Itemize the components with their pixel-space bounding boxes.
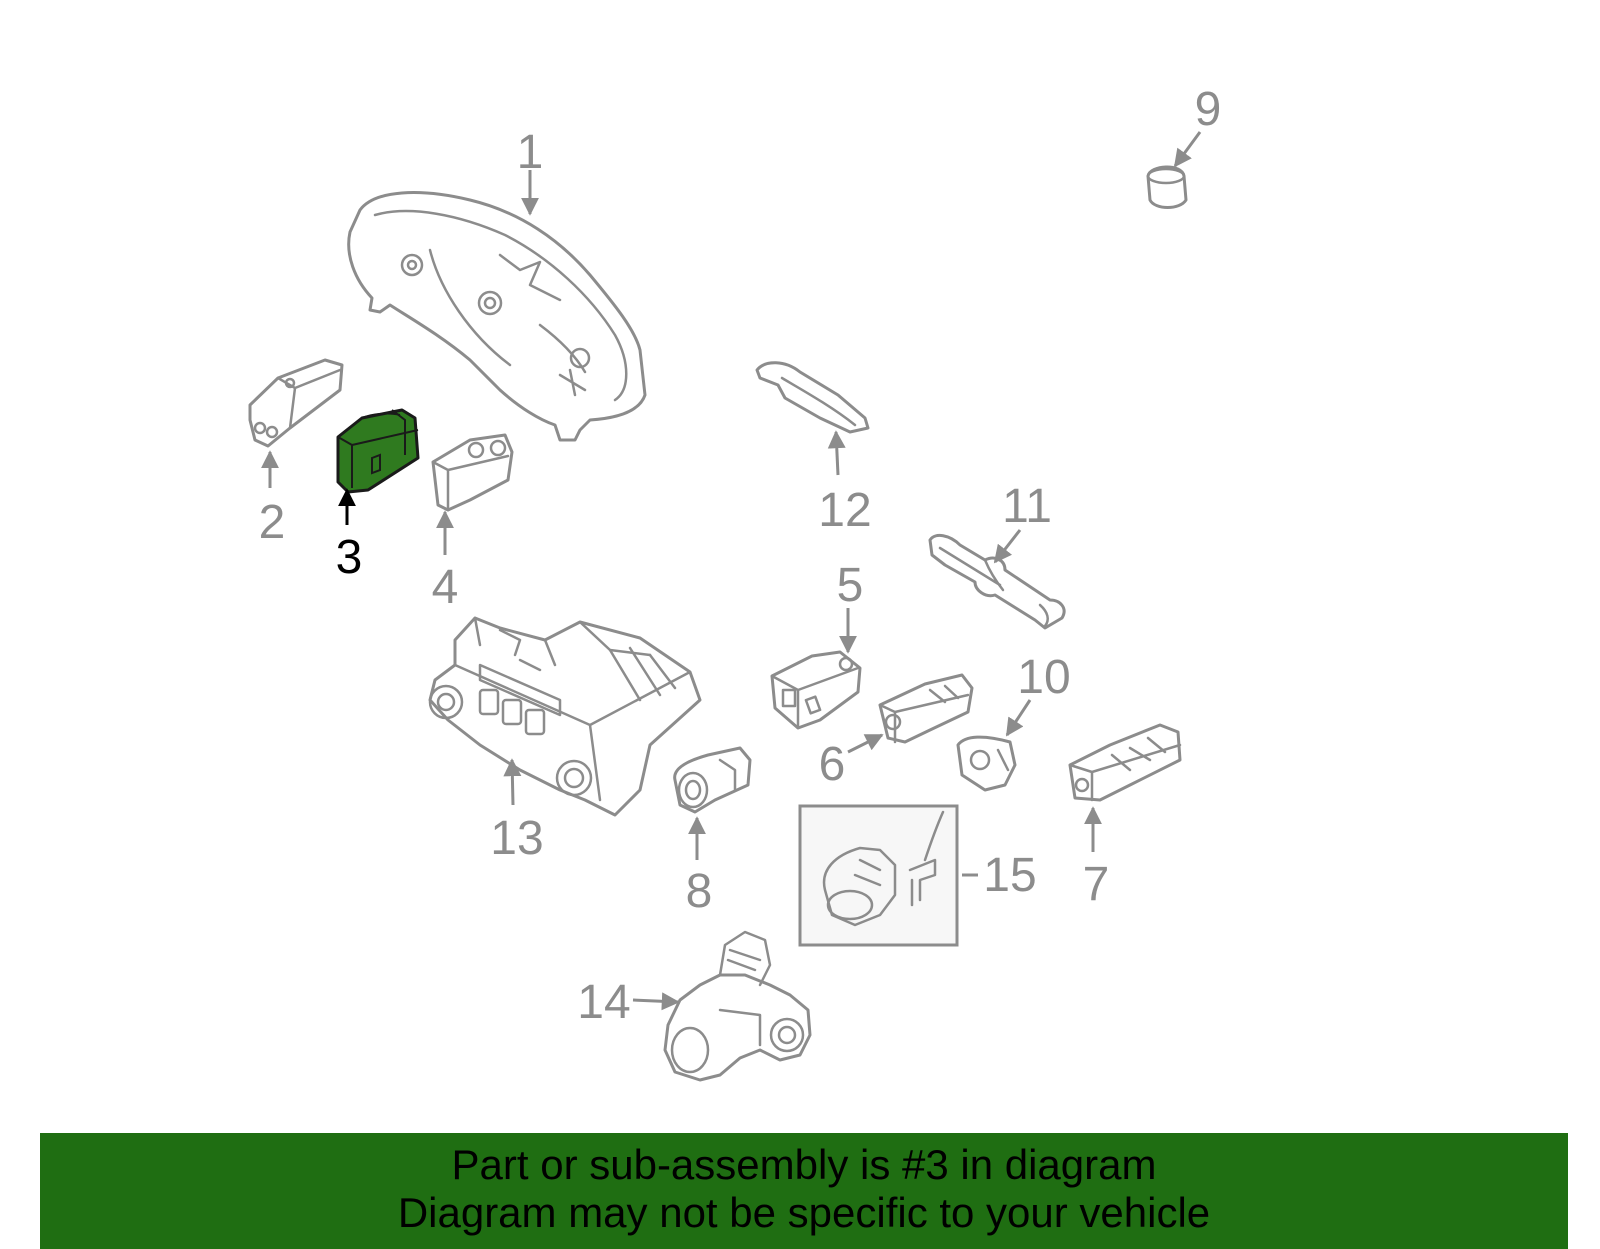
part-6-switch[interactable] <box>878 673 974 744</box>
callout-13: 13 <box>490 812 543 865</box>
callout-15: 15 <box>983 849 1036 902</box>
part-7-switch[interactable] <box>1068 723 1182 802</box>
callout-2: 2 <box>259 496 286 549</box>
callout-14: 14 <box>577 976 630 1029</box>
part-4-switch[interactable] <box>431 433 514 512</box>
part-5-sensor[interactable] <box>770 650 862 730</box>
callout-12: 12 <box>818 484 871 537</box>
banner-line-disclaimer: Diagram may not be specific to your vehi… <box>397 1189 1211 1236</box>
callout-1: 1 <box>517 126 544 179</box>
part-3-switch-highlighted[interactable] <box>336 408 420 494</box>
info-banner: Part or sub-assembly is #3 in diagram Di… <box>40 1133 1568 1249</box>
callout-6: 6 <box>819 738 846 791</box>
part-12-trim[interactable] <box>755 361 870 434</box>
part-15-key-cylinder-kit[interactable] <box>798 804 959 947</box>
callout-9: 9 <box>1195 83 1222 136</box>
callout-11: 11 <box>1002 480 1052 533</box>
part-1-instrument-cluster[interactable] <box>347 191 647 442</box>
part-14-ignition-housing[interactable] <box>663 930 812 1082</box>
callout-8: 8 <box>686 865 713 918</box>
banner-line-part-info: Part or sub-assembly is #3 in diagram <box>451 1141 1157 1188</box>
part-10-connector[interactable] <box>956 735 1017 792</box>
part-8-socket[interactable] <box>673 746 752 814</box>
callout-5: 5 <box>837 559 864 612</box>
part-9-cap[interactable] <box>1146 165 1188 209</box>
callout-10: 10 <box>1017 651 1070 704</box>
part-11-lever-switch[interactable] <box>928 533 1066 630</box>
callout-7: 7 <box>1083 858 1110 911</box>
callout-3: 3 <box>336 531 363 584</box>
part-2-switch[interactable] <box>248 358 344 448</box>
part-13-climate-control[interactable] <box>428 616 702 817</box>
callout-4: 4 <box>432 561 459 614</box>
